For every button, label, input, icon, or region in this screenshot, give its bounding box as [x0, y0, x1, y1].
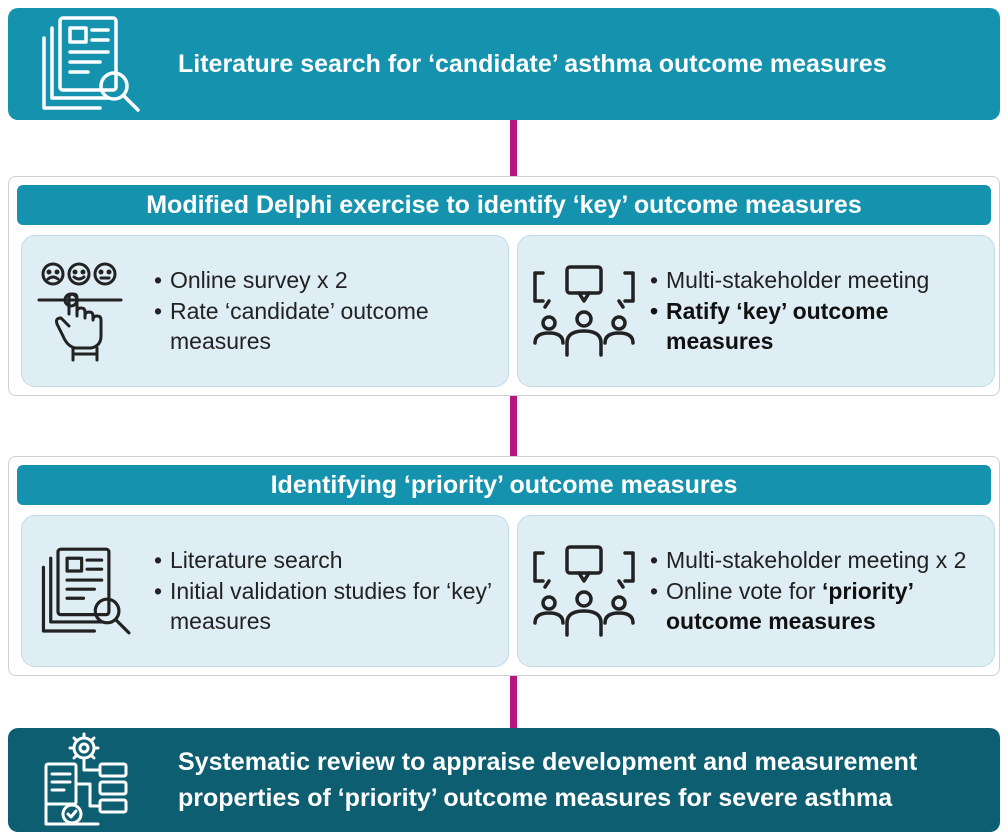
list-item: Online vote for ‘priority’ outcome measu…	[650, 576, 994, 637]
document-search-icon	[8, 14, 178, 114]
bottom-banner-text: Systematic review to appraise developmen…	[178, 747, 918, 812]
priority-meeting-card: Multi-stakeholder meeting x 2 Online vot…	[517, 515, 995, 667]
list-item: Literature search	[154, 545, 508, 576]
stage-priority: Identifying ‘priority’ outcome measures …	[8, 456, 1000, 676]
delphi-meeting-list: Multi-stakeholder meeting Ratify ‘key’ o…	[650, 265, 994, 356]
list-item: Initial validation studies for ‘key’ mea…	[154, 576, 508, 637]
stage-delphi-title: Modified Delphi exercise to identify ‘ke…	[17, 185, 991, 225]
delphi-survey-card: Online survey x 2 Rate ‘candidate’ outco…	[21, 235, 509, 387]
list-item: Ratify ‘key’ outcome measures	[650, 296, 994, 357]
connector-line	[510, 676, 517, 728]
connector-line	[510, 120, 517, 176]
stage-priority-title: Identifying ‘priority’ outcome measures	[17, 465, 991, 505]
list-item: Multi-stakeholder meeting x 2	[650, 545, 994, 576]
list-item: Rate ‘candidate’ outcome measures	[154, 296, 508, 357]
list-item: Multi-stakeholder meeting	[650, 265, 994, 296]
systematic-review-icon	[8, 730, 178, 830]
group-meeting-icon	[518, 541, 650, 641]
online-vote-text: Online vote for	[666, 577, 822, 604]
top-banner-text: Literature search for ‘candidate’ asthma…	[178, 49, 887, 78]
priority-literature-card: Literature search Initial validation stu…	[21, 515, 509, 667]
delphi-survey-list: Online survey x 2 Rate ‘candidate’ outco…	[154, 265, 508, 356]
list-item: Online survey x 2	[154, 265, 508, 296]
bottom-banner: Systematic review to appraise developmen…	[8, 728, 1000, 832]
rating-survey-icon	[22, 256, 154, 366]
group-meeting-icon	[518, 261, 650, 361]
top-banner: Literature search for ‘candidate’ asthma…	[8, 8, 1000, 120]
priority-meeting-list: Multi-stakeholder meeting x 2 Online vot…	[650, 545, 994, 636]
document-search-icon	[22, 541, 154, 641]
connector-line	[510, 396, 517, 456]
stage-delphi: Modified Delphi exercise to identify ‘ke…	[8, 176, 1000, 396]
delphi-meeting-card: Multi-stakeholder meeting Ratify ‘key’ o…	[517, 235, 995, 387]
priority-literature-list: Literature search Initial validation stu…	[154, 545, 508, 636]
priority-outcome-text: ‘priority’ outcome measures	[666, 577, 913, 635]
